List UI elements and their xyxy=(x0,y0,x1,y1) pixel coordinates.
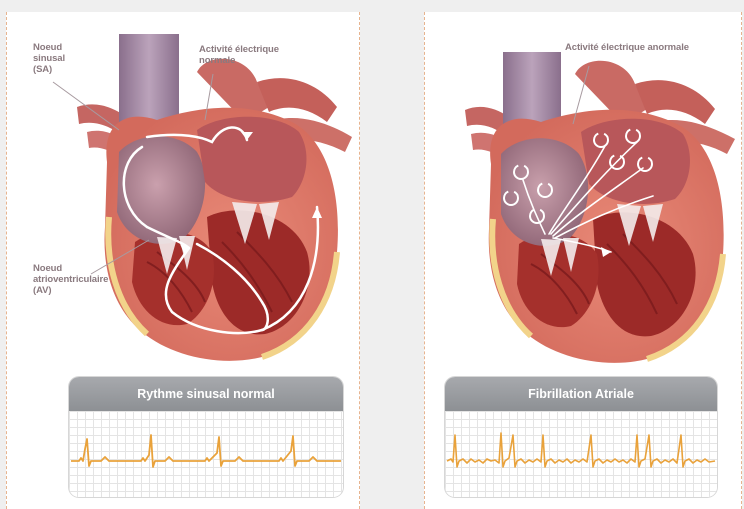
normal-ecg-trace xyxy=(69,411,343,497)
normal-electrical-activity-label: Activité électrique normale xyxy=(199,44,279,66)
normal-ecg-card: Rythme sinusal normal xyxy=(69,377,343,497)
ecg-grid xyxy=(69,411,343,497)
afib-heart-illustration xyxy=(425,12,742,372)
atrial-fibrillation-panel: Activité électrique anormale Fibrillatio… xyxy=(424,12,742,509)
normal-rhythm-panel: Noeud sinusal (SA) Activité électrique n… xyxy=(6,12,360,509)
normal-ecg-title: Rythme sinusal normal xyxy=(69,377,343,411)
afib-ecg-card: Fibrillation Atriale xyxy=(445,377,717,497)
atrioventricular-node-label: Noeud atrioventriculaire (AV) xyxy=(33,263,108,296)
afib-ecg-title: Fibrillation Atriale xyxy=(445,377,717,411)
ecg-grid xyxy=(445,411,717,497)
afib-ecg-trace xyxy=(445,411,717,497)
sinoatrial-node-label: Noeud sinusal (SA) xyxy=(33,42,65,75)
left-atrium xyxy=(197,117,306,202)
abnormal-electrical-activity-label: Activité électrique anormale xyxy=(565,42,689,53)
right-atrium xyxy=(117,136,205,244)
left-atrium xyxy=(581,119,690,204)
